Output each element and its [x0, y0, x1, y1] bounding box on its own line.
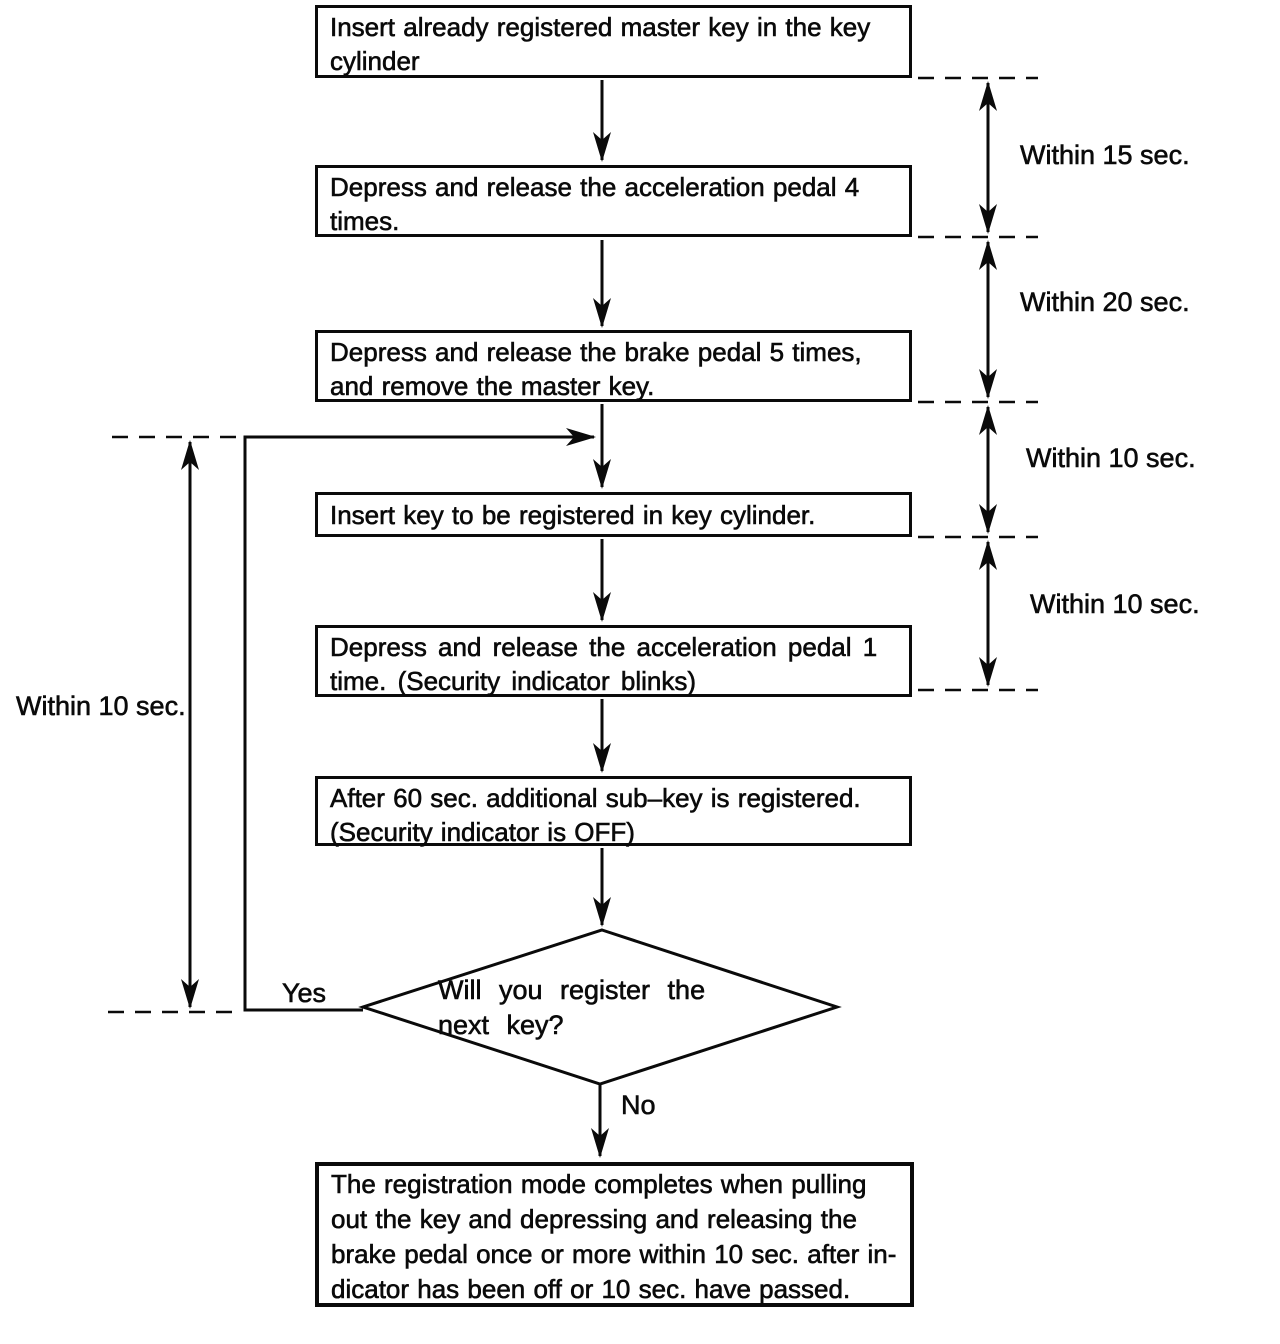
- branch-label-no: No: [621, 1090, 656, 1121]
- timing-label-within-20-sec: Within 20 sec.: [1020, 287, 1190, 318]
- decision-diamond: [358, 928, 842, 1086]
- step-box-brake-pedal-5-times: Depress and release the brake pedal 5 ti…: [315, 330, 912, 402]
- branch-label-yes: Yes: [282, 978, 327, 1009]
- step-box-subkey-registered: After 60 sec. additional sub–key is regi…: [315, 776, 912, 847]
- timing-label-left-within-10-sec: Within 10 sec.: [16, 691, 186, 722]
- step-box-accel-pedal-4-times: Depress and release the acceleration ped…: [315, 165, 912, 237]
- timing-label-within-10-sec-2: Within 10 sec.: [1030, 589, 1200, 620]
- step-box-insert-master-key: Insert already registered master key in …: [315, 5, 912, 78]
- decision-question-text: Will you register the next key?: [438, 975, 706, 1041]
- step-box-accel-pedal-1-time: Depress and release the acceleration ped…: [315, 625, 912, 697]
- timing-label-within-10-sec-1: Within 10 sec.: [1026, 443, 1196, 474]
- loop-yes-path: [243, 428, 596, 1012]
- step-box-insert-key-to-register: Insert key to be registered in key cylin…: [315, 492, 912, 537]
- timing-label-within-15-sec: Within 15 sec.: [1020, 140, 1190, 171]
- step-box-registration-complete: The registration mode completes when pul…: [315, 1162, 914, 1307]
